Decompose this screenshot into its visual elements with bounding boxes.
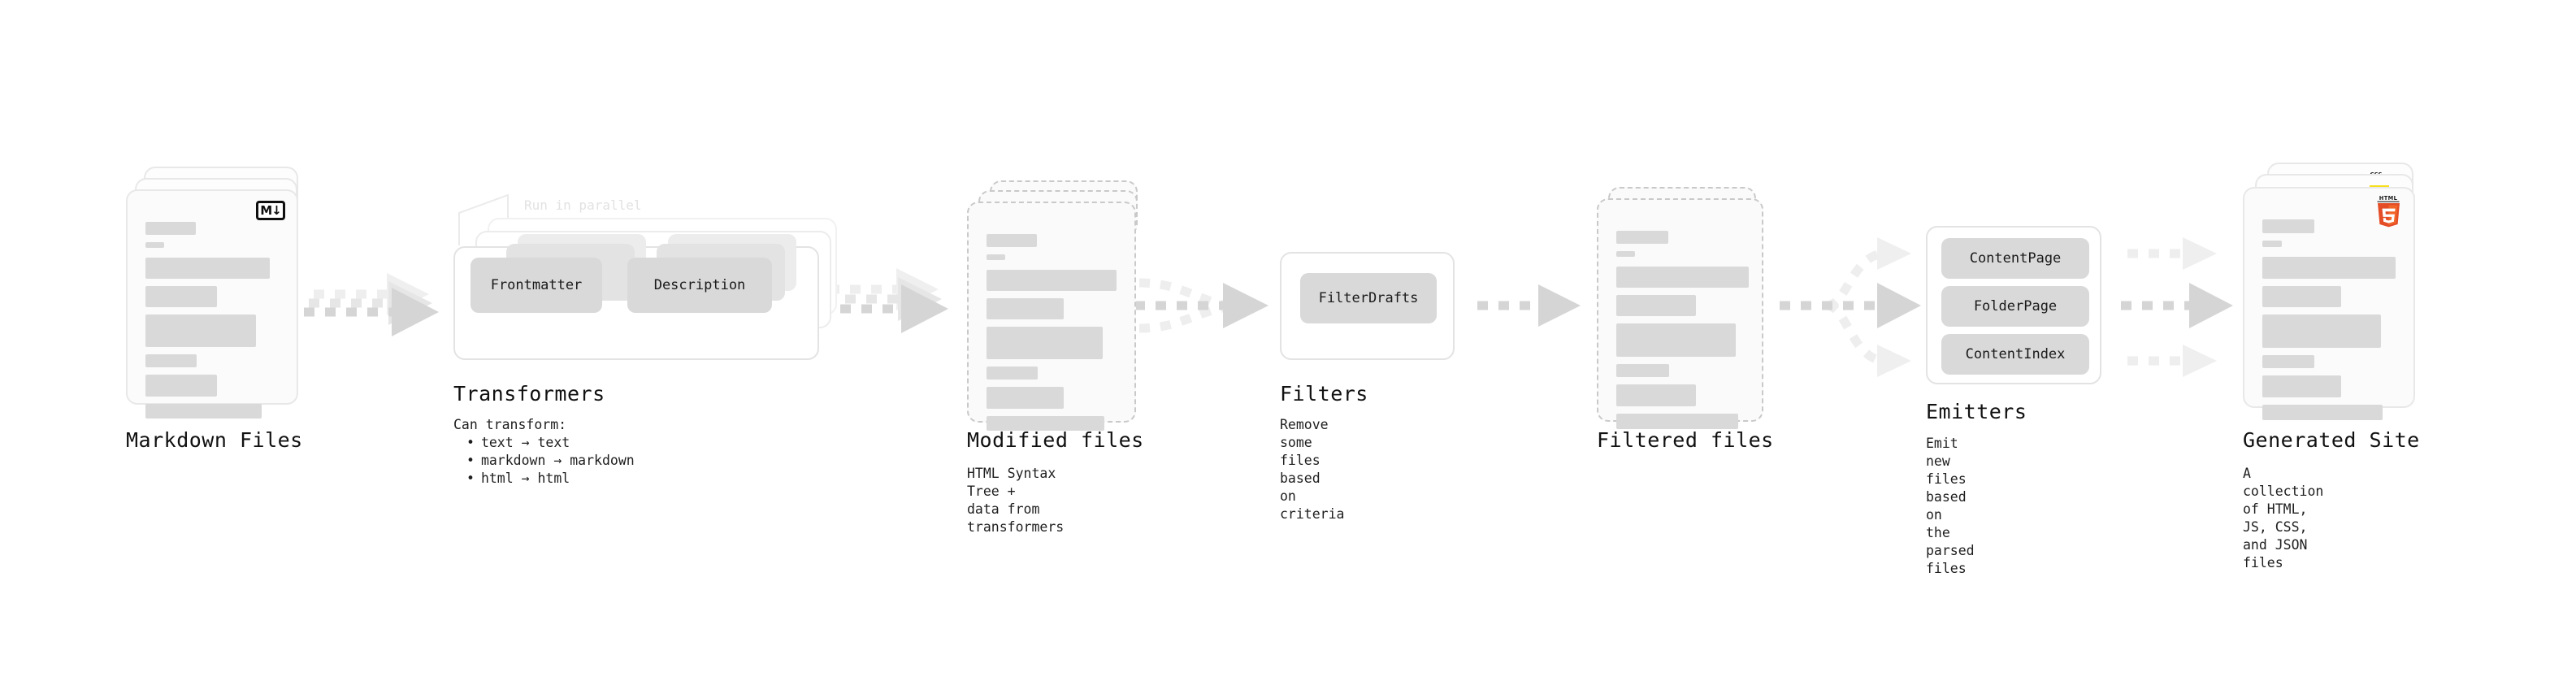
- placeholder-bar: [2262, 257, 2396, 279]
- transformers-lead: Can transform:: [453, 417, 567, 432]
- placeholder-bar: [145, 354, 197, 367]
- placeholder-bar: [1616, 267, 1749, 288]
- chip-description[interactable]: Description: [627, 258, 772, 313]
- placeholder-lines: [2262, 219, 2397, 427]
- markdown-card-front: M↓: [126, 189, 298, 419]
- transformers-box-front: Frontmatter Description: [453, 234, 819, 360]
- placeholder-bar: [987, 254, 1005, 260]
- generated-site-file-stack: CSS HTML: [2243, 163, 2438, 431]
- placeholder-bar: [1616, 364, 1669, 377]
- placeholder-lines: [145, 222, 280, 426]
- modified-files-description: HTML Syntax Tree + data from transformer…: [967, 466, 1065, 535]
- chip-filterdrafts[interactable]: FilterDrafts: [1300, 273, 1437, 323]
- placeholder-bar: [145, 286, 217, 307]
- placeholder-bar: [987, 367, 1038, 380]
- run-in-parallel-label: Run in parallel: [524, 197, 642, 213]
- markdown-badge-icon: M↓: [256, 201, 285, 220]
- placeholder-bar: [987, 298, 1064, 319]
- connector-markdown-to-transformers: [304, 273, 439, 336]
- placeholder-bar: [145, 375, 217, 397]
- placeholder-bar: [1616, 251, 1635, 257]
- chip-contentpage[interactable]: ContentPage: [1941, 238, 2089, 279]
- generated-site-description: A collection of HTML, JS, CSS, and JSON …: [2243, 466, 2324, 570]
- placeholder-bar: [2262, 314, 2381, 348]
- placeholder-bar: [1616, 323, 1736, 357]
- placeholder-bar: [1616, 384, 1696, 406]
- connector-emitters-to-site: [2121, 237, 2233, 377]
- transformers-bullet: text → text: [466, 434, 635, 452]
- placeholder-bar: [2262, 375, 2341, 397]
- stage-title-generated-site: Generated Site: [2243, 428, 2420, 452]
- stage-title-emitters: Emitters: [1926, 400, 2027, 423]
- svg-text:HTML: HTML: [2379, 195, 2398, 202]
- placeholder-lines: [1616, 231, 1749, 436]
- stage-title-filters: Filters: [1280, 382, 1368, 406]
- emitters-description: Emit new files based on the parsed files: [1926, 436, 1975, 576]
- chip-contentindex[interactable]: ContentIndex: [1941, 334, 2089, 375]
- stage-title-markdown-files: Markdown Files: [126, 428, 303, 452]
- placeholder-lines: [987, 234, 1118, 438]
- stage-title-transformers: Transformers: [453, 382, 605, 406]
- placeholder-bar: [2262, 219, 2314, 233]
- placeholder-bar: [145, 242, 164, 248]
- stage-title-filtered-files: Filtered files: [1597, 428, 1774, 452]
- stage-title-modified-files: Modified files: [967, 428, 1144, 452]
- placeholder-bar: [1616, 295, 1696, 316]
- markdown-file-stack: M↓ M↓ M↓: [126, 167, 313, 427]
- placeholder-bar: [2262, 286, 2341, 307]
- filtered-card-front: [1597, 198, 1763, 429]
- connector-filters-to-filtered: [1477, 284, 1581, 327]
- placeholder-bar: [987, 327, 1103, 359]
- emitters-box: ContentPage FolderPage ContentIndex: [1926, 226, 2101, 384]
- transformers-bullet-list: text → text markdown → markdown html → h…: [453, 434, 635, 488]
- placeholder-bar: [2262, 355, 2314, 368]
- html5-badge-icon: HTML: [2374, 193, 2402, 228]
- modified-card-front: [967, 202, 1136, 431]
- connector-modified-to-filters: [1134, 278, 1268, 333]
- chip-frontmatter[interactable]: Frontmatter: [471, 258, 602, 313]
- placeholder-bar: [1616, 414, 1738, 429]
- transformers-bullet: html → html: [466, 470, 635, 488]
- placeholder-bar: [145, 314, 256, 347]
- connector-filtered-to-emitters: [1780, 237, 1921, 377]
- placeholder-bar: [1616, 231, 1668, 244]
- placeholder-bar: [2262, 405, 2383, 420]
- placeholder-bar: [987, 270, 1117, 291]
- placeholder-bar: [145, 258, 270, 279]
- placeholder-bar: [145, 404, 262, 419]
- modified-file-stack: [967, 180, 1154, 440]
- generated-card-front: HTML: [2243, 187, 2415, 420]
- transformers-description: Can transform: text → text markdown → ma…: [453, 416, 635, 488]
- filtered-file-stack: [1597, 187, 1784, 447]
- placeholder-bar: [145, 222, 196, 235]
- connector-transformers-to-modified: [819, 268, 948, 333]
- filters-box: FilterDrafts: [1280, 252, 1455, 360]
- transformers-bullet: markdown → markdown: [466, 452, 635, 470]
- chip-folderpage[interactable]: FolderPage: [1941, 286, 2089, 327]
- placeholder-bar: [2262, 241, 2282, 247]
- filters-description: Remove some files based on criteria: [1280, 417, 1345, 522]
- placeholder-bar: [987, 416, 1104, 431]
- placeholder-bar: [987, 234, 1037, 247]
- placeholder-bar: [987, 387, 1064, 409]
